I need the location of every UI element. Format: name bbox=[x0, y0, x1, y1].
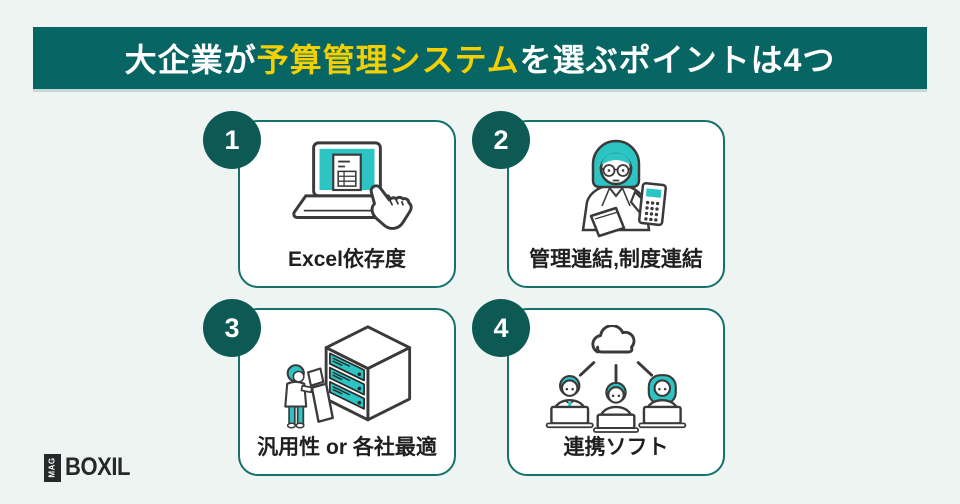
badge-number: 1 bbox=[224, 124, 240, 155]
laptop-spreadsheet-icon bbox=[240, 130, 454, 252]
card-integration: 連携ソフト bbox=[507, 308, 725, 476]
boxil-logo-text: BOXIL bbox=[65, 453, 131, 481]
cloud-team-icon bbox=[509, 318, 723, 440]
title-banner: 大企業が予算管理システムを選ぶポイントは4つ bbox=[33, 27, 927, 89]
card-number-badge-4: 4 bbox=[472, 299, 530, 357]
card-number-badge-2: 2 bbox=[472, 111, 530, 169]
card-number-badge-3: 3 bbox=[203, 299, 261, 357]
badge-number: 3 bbox=[224, 312, 240, 343]
card-consolidation: 管理連結,制度連結 bbox=[507, 120, 725, 288]
boxil-logo: MAG BOXIL bbox=[44, 453, 139, 482]
mag-badge-text: MAG bbox=[48, 457, 58, 478]
card-excel-dependency: Excel依存度 bbox=[238, 120, 456, 288]
boxil-mag-badge: MAG bbox=[44, 453, 61, 482]
title-text-pre: 大企業が bbox=[124, 42, 257, 78]
card-versatility: 汎用性 or 各社最適 bbox=[238, 308, 456, 476]
server-cabinet-icon bbox=[240, 318, 454, 440]
card-number-badge-1: 1 bbox=[203, 111, 261, 169]
card-label: 連携ソフト bbox=[563, 436, 669, 459]
card-label: Excel依存度 bbox=[288, 248, 406, 271]
page-title: 大企業が予算管理システムを選ぶポイントは4つ bbox=[125, 35, 836, 81]
badge-number: 4 bbox=[493, 312, 509, 343]
badge-number: 2 bbox=[493, 124, 509, 155]
accountant-calculator-icon bbox=[509, 130, 723, 252]
card-label: 管理連結,制度連結 bbox=[529, 248, 703, 271]
title-text-post: を選ぶポイントは4つ bbox=[519, 42, 836, 78]
title-highlight: 予算管理システム bbox=[256, 42, 520, 78]
card-label: 汎用性 or 各社最適 bbox=[257, 436, 437, 459]
